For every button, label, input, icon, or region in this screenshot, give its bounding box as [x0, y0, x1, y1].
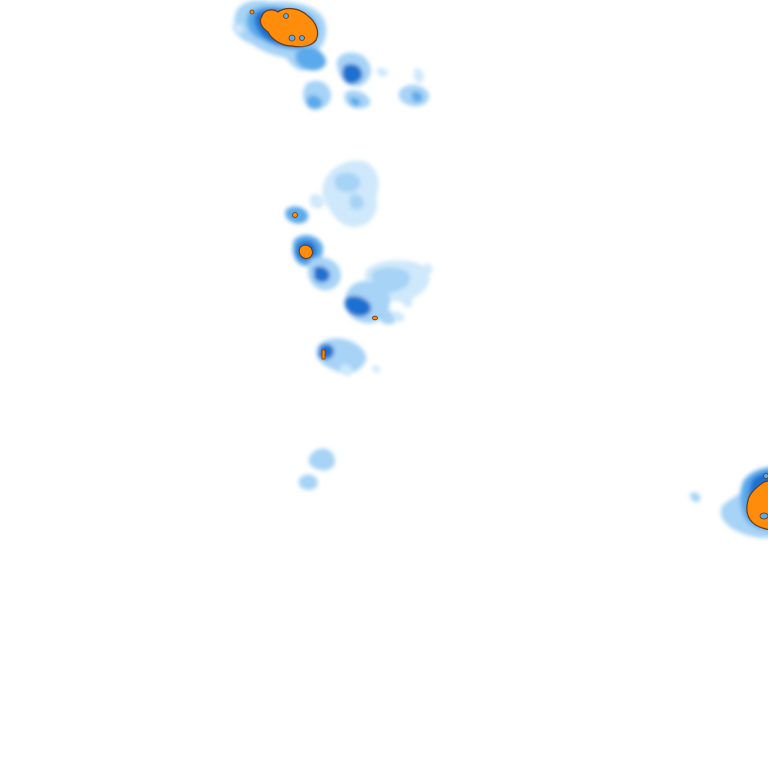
storm-cell-east	[690, 467, 768, 539]
storm-core-small	[321, 349, 326, 360]
precip-cluster-north	[232, 23, 430, 110]
storm-core-central	[292, 212, 378, 321]
precip-band-central	[285, 160, 433, 325]
precip-cluster-south	[298, 338, 381, 490]
